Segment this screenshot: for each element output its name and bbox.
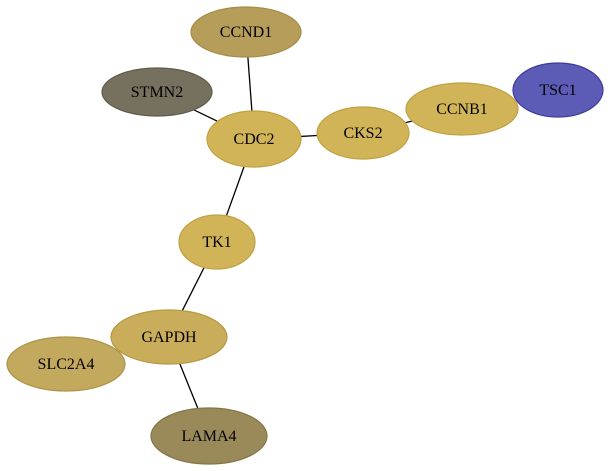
edges-layer: [179, 56, 413, 409]
edge-ccnd1-cdc2: [247, 56, 253, 112]
node-shape: [190, 6, 302, 58]
node-cks2[interactable]: CKS2: [316, 106, 410, 160]
node-cdc2[interactable]: CDC2: [206, 110, 302, 168]
node-label: CCND1: [220, 24, 272, 41]
node-label: STMN2: [131, 84, 183, 101]
node-shape: [316, 106, 410, 160]
node-label: LAMA4: [181, 428, 236, 445]
node-ccnd1[interactable]: CCND1: [190, 6, 302, 58]
node-label: GAPDH: [141, 329, 197, 346]
edge-gapdh-lama4: [179, 363, 199, 409]
node-shape: [101, 67, 213, 117]
node-ccnb1[interactable]: CCNB1: [405, 82, 519, 136]
edge-tk1-gapdh: [181, 267, 205, 312]
edge-stmn2-cdc2: [193, 109, 218, 122]
node-shape: [110, 309, 228, 365]
node-shape: [6, 336, 126, 392]
edge-cdc2-tk1: [225, 166, 245, 217]
node-gapdh[interactable]: GAPDH: [110, 309, 228, 365]
node-label: TK1: [202, 234, 231, 251]
node-label: CCNB1: [436, 101, 488, 118]
node-tsc1[interactable]: TSC1: [512, 62, 604, 118]
node-shape: [405, 82, 519, 136]
node-shape: [150, 407, 268, 465]
node-shape: [512, 62, 604, 118]
node-label: TSC1: [539, 82, 576, 99]
node-label: CKS2: [343, 125, 382, 142]
node-label: SLC2A4: [38, 356, 95, 373]
node-label: CDC2: [234, 131, 275, 148]
node-slc2a4[interactable]: SLC2A4: [6, 336, 126, 392]
edge-cdc2-cks2: [300, 134, 318, 138]
node-shape: [206, 110, 302, 168]
node-stmn2[interactable]: STMN2: [101, 67, 213, 117]
node-tk1[interactable]: TK1: [178, 214, 256, 270]
node-lama4[interactable]: LAMA4: [150, 407, 268, 465]
node-shape: [178, 214, 256, 270]
edge-cks2-ccnb1: [405, 120, 413, 124]
